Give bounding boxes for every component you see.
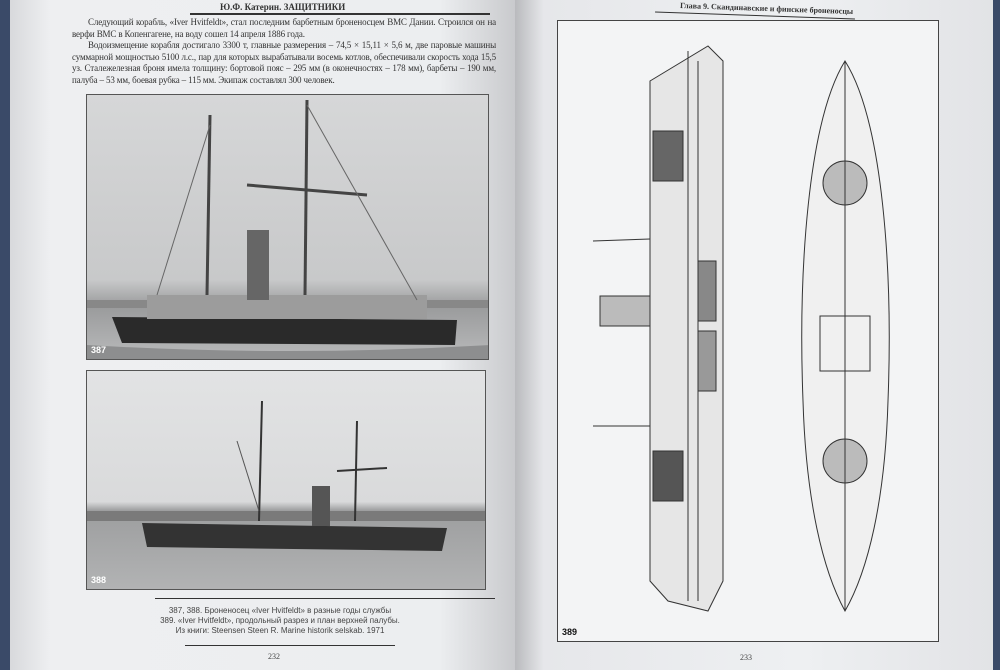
ship-silhouette: [87, 99, 488, 359]
caption-line: 387, 388. Броненосец «Iver Hvitfeldt» в …: [168, 606, 392, 615]
body-text: Следующий корабль, «Iver Hvitfeldt», ста…: [72, 17, 496, 87]
paragraph-2: Водоизмещение корабля достигало 3300 т, …: [72, 40, 496, 85]
left-head-rule: [190, 13, 490, 15]
longitudinal-section: [592, 45, 724, 612]
page-number-right: 233: [740, 653, 752, 662]
caption-line: Из книги: Steensen Steen R. Marine histo…: [175, 626, 385, 635]
figure-caption: 387, 388. Броненосец «Iver Hvitfeldt» в …: [160, 606, 400, 636]
ship-silhouette: [87, 400, 485, 551]
photo-number-387: 387: [91, 345, 107, 355]
left-running-head: Ю.Ф. Катерин. ЗАЩИТНИКИ: [220, 2, 346, 12]
photo-number-388: 388: [91, 575, 107, 585]
ship-plan-svg: [592, 45, 890, 613]
deck-plan: [801, 60, 890, 613]
page-number-left: 232: [268, 652, 280, 661]
figure-number-389: 389: [562, 627, 578, 637]
caption-line: 389. «Iver Hvitfeldt», продольный разрез…: [160, 616, 400, 625]
ship-photo-388: 388: [86, 370, 486, 590]
ship-drawing-389: 389: [557, 20, 939, 642]
caption-rule-bottom: [185, 645, 395, 646]
ship-photo-387: 387: [86, 94, 489, 360]
paragraph-1: Следующий корабль, «Iver Hvitfeldt», ста…: [72, 17, 496, 39]
caption-rule-top: [155, 598, 495, 599]
